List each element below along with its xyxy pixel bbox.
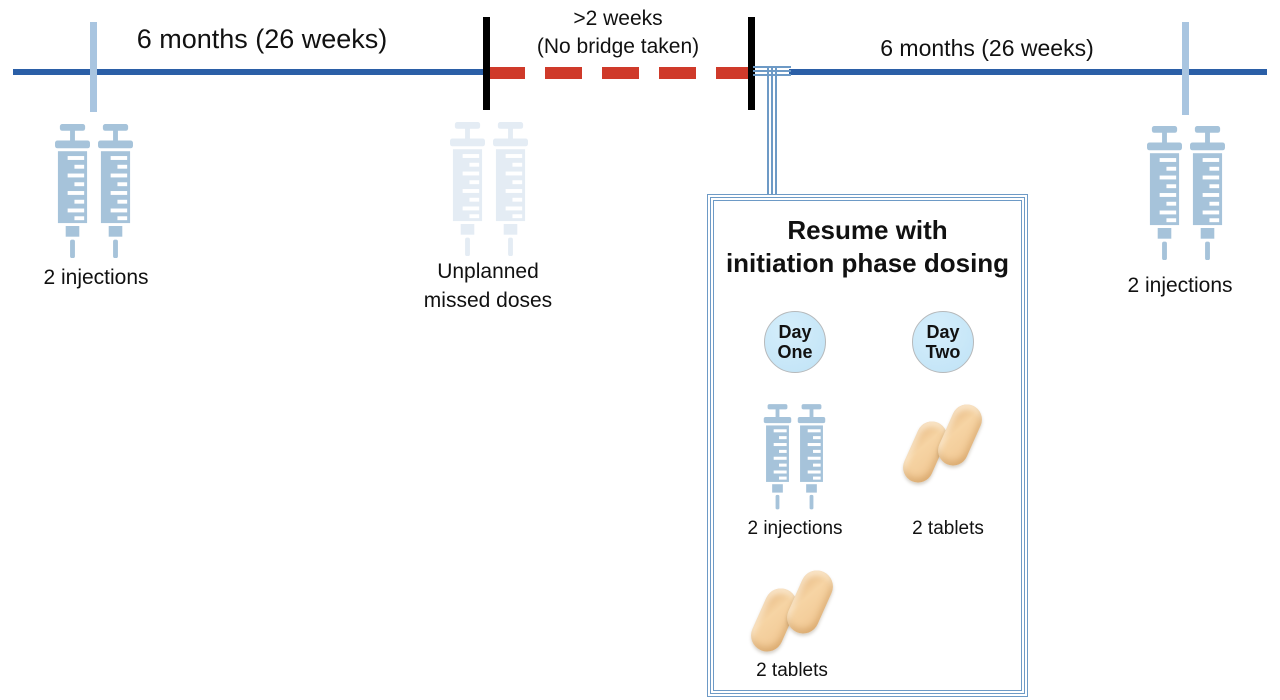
syringe-faded-icon bbox=[492, 122, 529, 258]
syringe-icon bbox=[1189, 126, 1226, 262]
day-one-injections-icons bbox=[763, 404, 826, 511]
day-two-badge: Day Two bbox=[912, 311, 974, 373]
second-dose-label: 2 tablets bbox=[756, 660, 828, 681]
right-injections-label: 2 injections bbox=[1127, 274, 1233, 297]
day-two-tablets-icons bbox=[898, 399, 988, 488]
resume-box-border-mid: Resume with initiation phase dosing Day … bbox=[710, 197, 1025, 694]
connector-vertical-line bbox=[767, 66, 777, 194]
syringe-icon bbox=[54, 124, 91, 260]
day-one-line2: One bbox=[777, 342, 813, 362]
right-injections-icons bbox=[1146, 126, 1226, 262]
missed-doses-label-line2: missed doses bbox=[423, 289, 553, 312]
missed-doses-label: Unplanned missed doses bbox=[408, 257, 568, 315]
syringe-icon bbox=[797, 404, 826, 511]
missed-doses-label-line1: Unplanned bbox=[437, 260, 539, 283]
second-dose-tablets-icons bbox=[745, 565, 840, 657]
timeline-right-segment bbox=[789, 69, 1267, 75]
resume-box-title-line1: Resume with bbox=[787, 215, 948, 245]
day-one-badge: Day One bbox=[764, 311, 826, 373]
day-one-dose-label: 2 injections bbox=[747, 518, 843, 539]
timeline-left-segment bbox=[13, 69, 487, 75]
syringe-icon bbox=[763, 404, 792, 511]
resume-box: Resume with initiation phase dosing Day … bbox=[707, 194, 1028, 697]
interruption-label-line1: >2 weeks bbox=[573, 7, 663, 30]
interruption-label: >2 weeks (No bridge taken) bbox=[468, 5, 768, 61]
day-one-line1: Day bbox=[778, 322, 812, 342]
syringe-faded-icon bbox=[449, 122, 486, 258]
interruption-dashed-segment bbox=[488, 67, 753, 79]
stop-marker-left bbox=[483, 17, 490, 110]
left-injections-label: 2 injections bbox=[43, 266, 149, 289]
day-two-dose-label: 2 tablets bbox=[912, 518, 984, 539]
right-period-label: 6 months (26 weeks) bbox=[880, 35, 1094, 61]
day-two-line1: Day bbox=[926, 322, 960, 342]
syringe-icon bbox=[97, 124, 134, 260]
interruption-label-line2: (No bridge taken) bbox=[536, 35, 700, 58]
left-injections-icons bbox=[54, 124, 134, 260]
stop-marker-right bbox=[748, 17, 755, 110]
resume-box-inner: Resume with initiation phase dosing Day … bbox=[713, 200, 1022, 691]
resume-box-title-line2: initiation phase dosing bbox=[725, 248, 1010, 278]
resume-box-title: Resume with initiation phase dosing bbox=[714, 214, 1021, 280]
syringe-icon bbox=[1146, 126, 1183, 262]
missed-doses-icons bbox=[449, 122, 529, 258]
timeline-tick-left bbox=[90, 22, 97, 112]
day-two-line2: Two bbox=[925, 342, 961, 362]
left-period-label: 6 months (26 weeks) bbox=[136, 24, 388, 54]
timeline-tick-right bbox=[1182, 22, 1189, 115]
